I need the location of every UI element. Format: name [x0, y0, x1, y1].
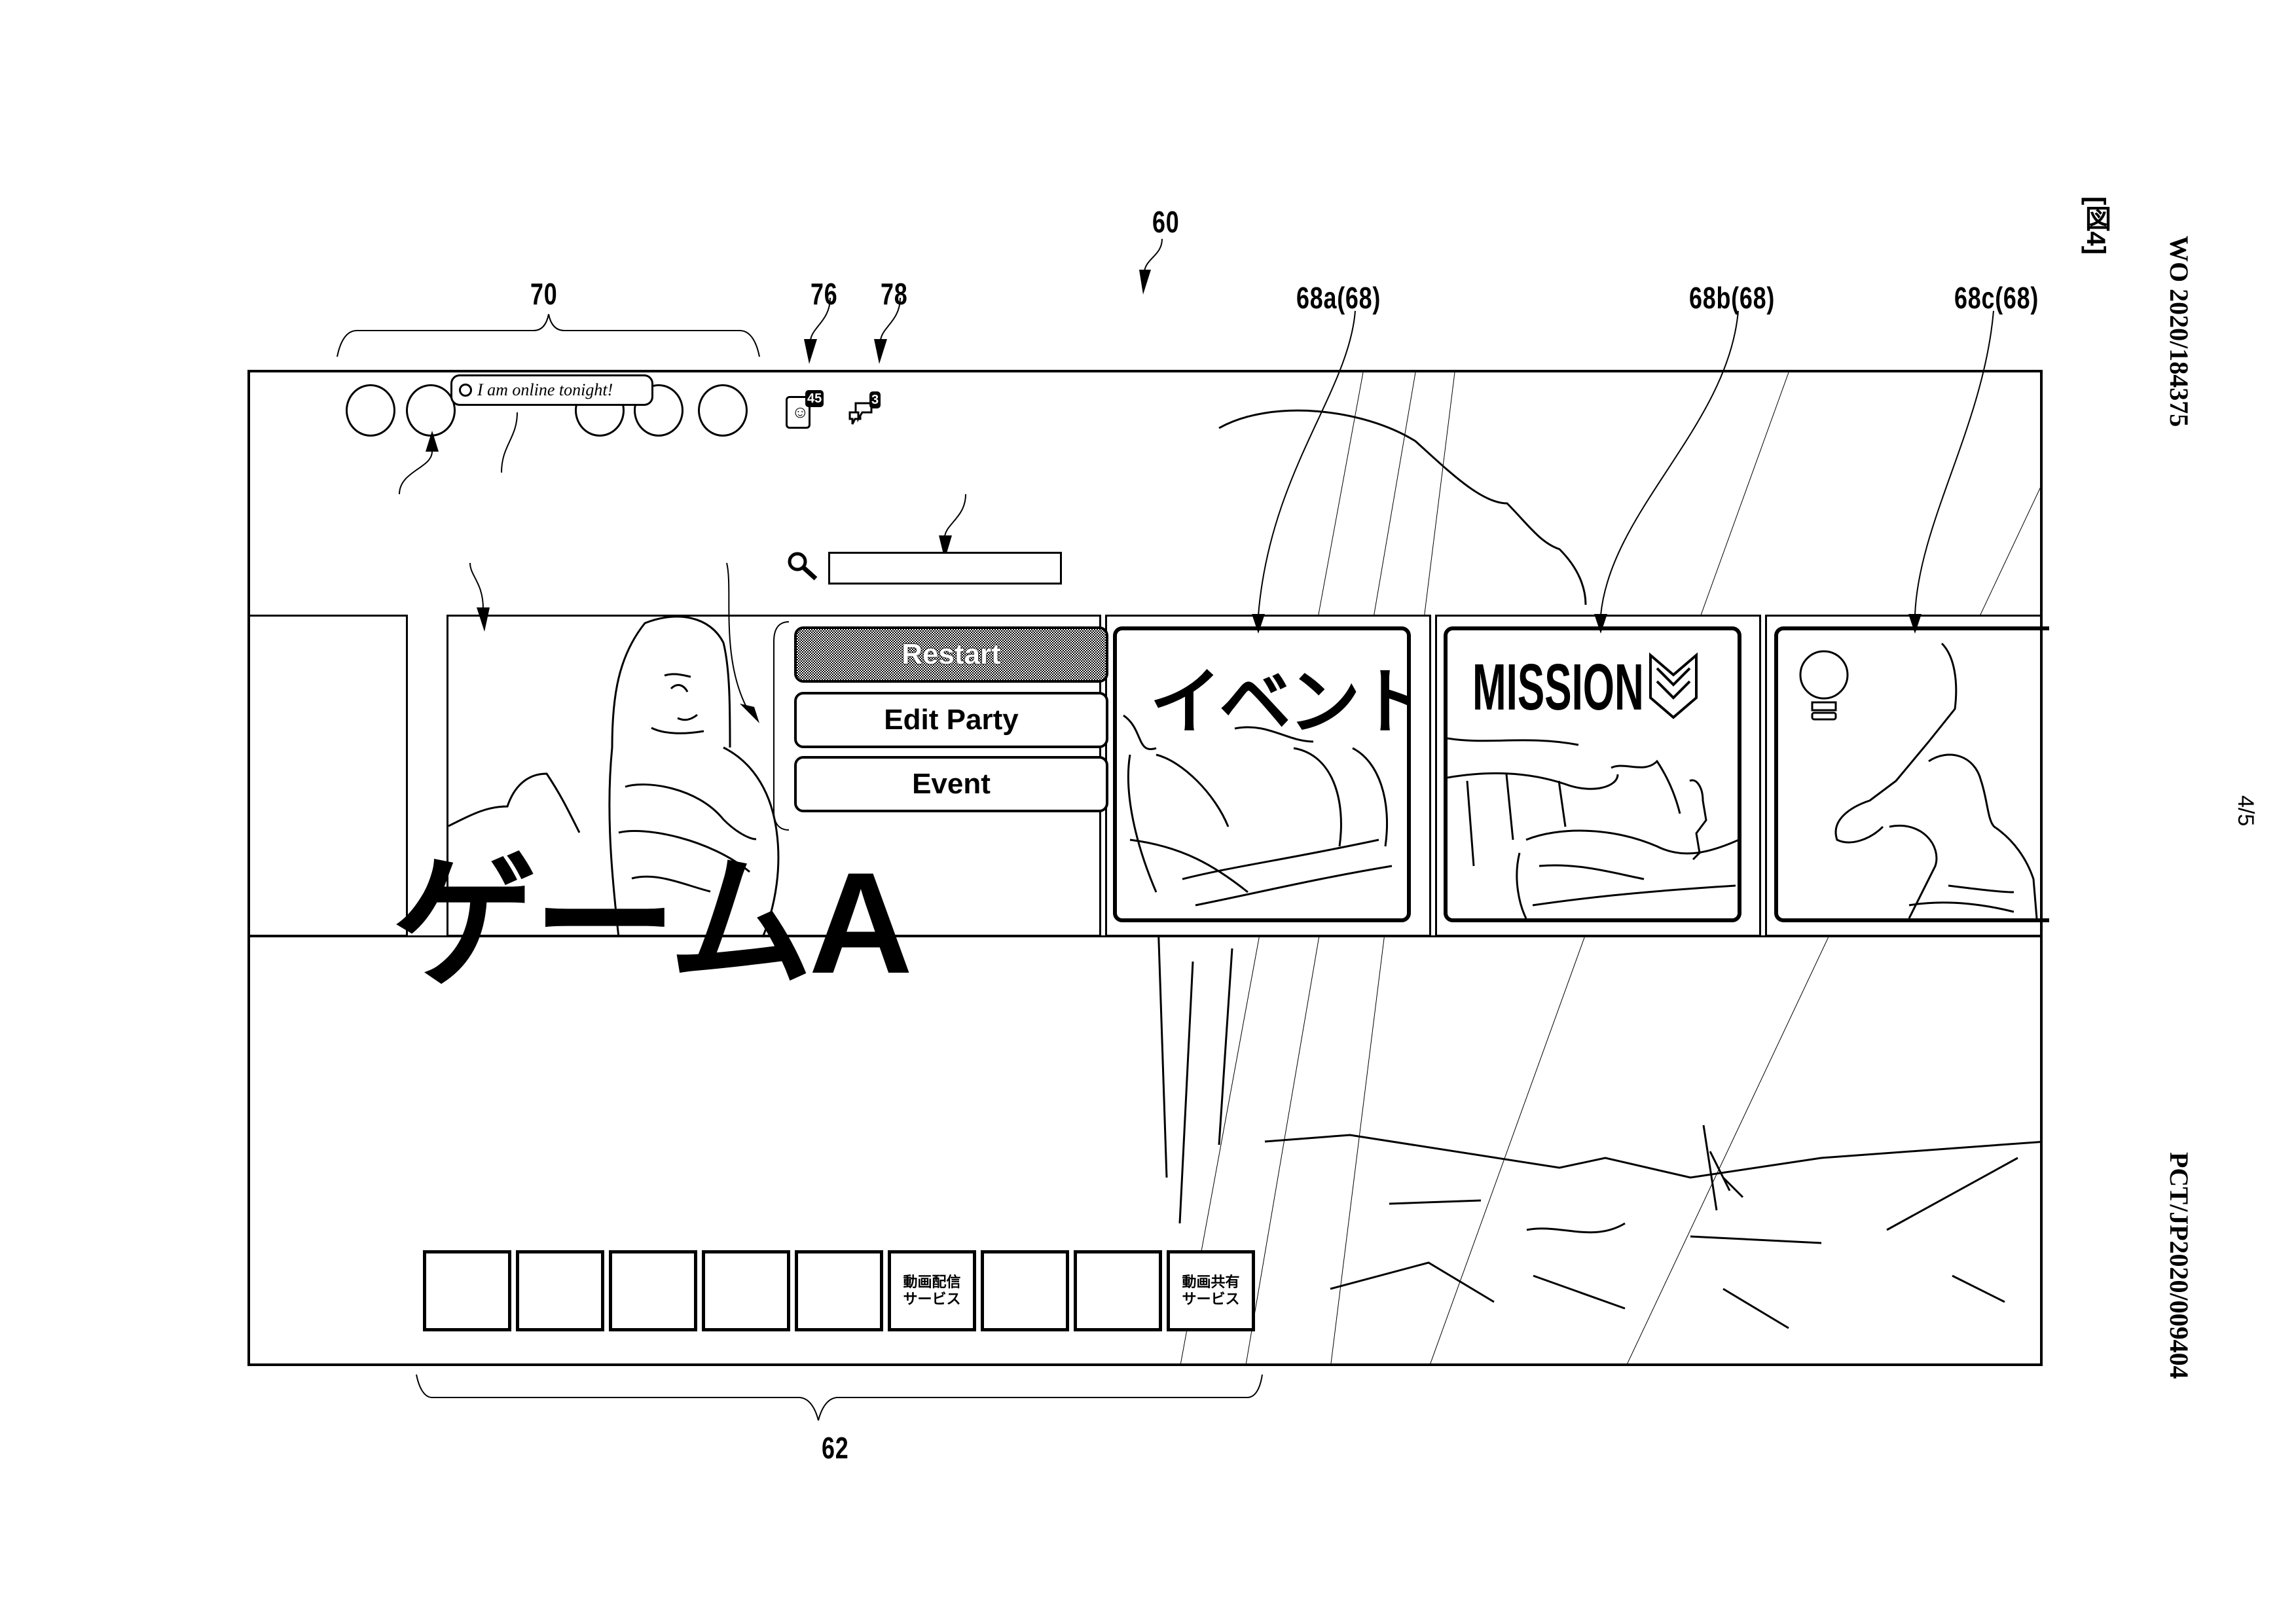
thumbnail-1[interactable] [423, 1250, 511, 1331]
thumbnail-5[interactable] [795, 1250, 883, 1331]
content-divider [250, 935, 2040, 937]
edit-party-button[interactable]: Edit Party [794, 692, 1108, 748]
ref-68c: 68c(68) [1954, 281, 2039, 315]
figure-label: [図4] [2081, 196, 2110, 255]
page-indicator: 4/5 [2233, 795, 2258, 827]
restart-button[interactable]: Restart [794, 626, 1108, 683]
ref-68a: 68a(68) [1296, 281, 1381, 315]
application-number: PCT/JP2020/009404 [2164, 1152, 2194, 1379]
thumbnail-3[interactable] [609, 1250, 697, 1331]
thumbnail-2[interactable] [516, 1250, 604, 1331]
tile-event-label: イベント [1150, 662, 1411, 743]
ref-76: 76 [811, 277, 838, 311]
search-icon[interactable] [784, 549, 821, 585]
ref-78: 78 [881, 277, 908, 311]
friend-status-bubble: I am online tonight! [450, 374, 653, 406]
search-input[interactable] [828, 552, 1062, 585]
status-message: I am online tonight! [477, 380, 613, 399]
publication-number: WO 2020/184375 [2164, 236, 2194, 427]
tile-frame-mission [1435, 615, 1761, 937]
friend-avatar-1[interactable] [346, 384, 395, 437]
event-button[interactable]: Event [794, 756, 1108, 812]
thumbnail-8[interactable] [1074, 1250, 1162, 1331]
video-streaming-service-thumbnail[interactable]: 動画配信 サービス [888, 1250, 976, 1331]
thumbnail-7[interactable] [981, 1250, 1069, 1331]
tile-event[interactable]: イベント [1113, 626, 1411, 922]
lightbulb-icon [1799, 650, 1849, 721]
notifications-button[interactable]: ☺ [786, 396, 811, 429]
game-title: ゲームA [393, 842, 913, 1003]
ref-68b: 68b(68) [1689, 281, 1776, 315]
chat-bubbles-icon [848, 402, 873, 425]
tile-hint[interactable] [1774, 626, 2049, 922]
messages-button[interactable] [848, 399, 879, 425]
thumbnail-4[interactable] [702, 1250, 790, 1331]
chevron-badge-icon [1649, 652, 1698, 719]
video-sharing-service-thumbnail[interactable]: 動画共有 サービス [1167, 1250, 1255, 1331]
tile-frame-hint [1765, 615, 2040, 937]
previous-game-panel[interactable] [250, 615, 408, 937]
mission-canyon-illustration [1448, 737, 1738, 918]
friend-avatar-5[interactable] [698, 384, 748, 437]
notification-count-badge: 45 [805, 390, 824, 407]
event-creature-illustration [1123, 714, 1393, 907]
friend-avatar-2[interactable] [406, 384, 456, 437]
status-dot-icon [459, 384, 472, 397]
hint-warrior-illustration [1834, 642, 2038, 918]
tile-mission[interactable]: MISSION [1444, 626, 1741, 922]
ref-62: 62 [822, 1431, 849, 1465]
ref-60: 60 [1152, 205, 1180, 239]
message-count-badge: 3 [869, 391, 881, 408]
tile-mission-label: MISSION [1472, 651, 1644, 724]
ref-70: 70 [530, 277, 558, 311]
